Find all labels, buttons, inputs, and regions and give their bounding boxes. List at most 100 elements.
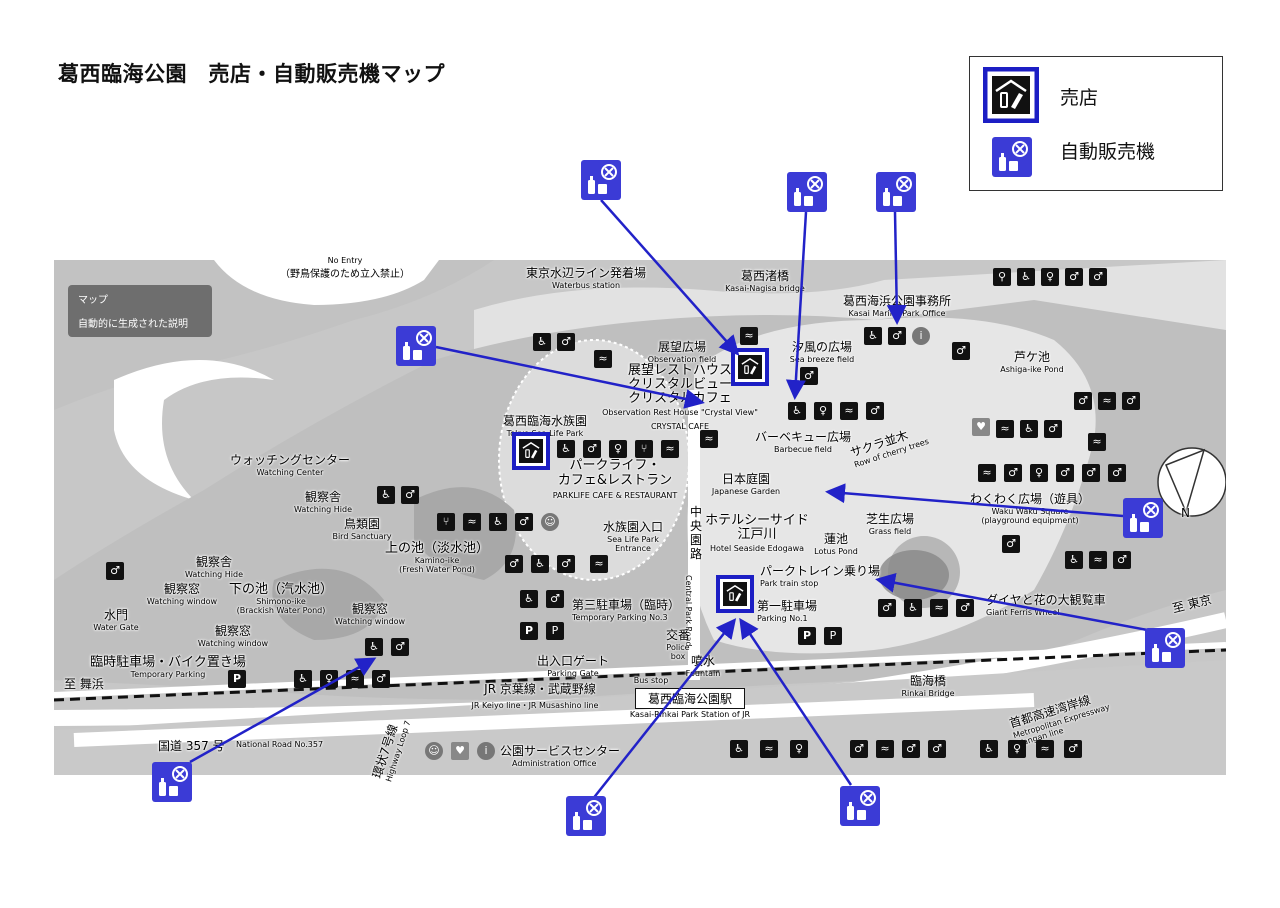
- restaurant-icon: ⑂: [437, 513, 455, 531]
- toilet-icon: ♂: [1044, 420, 1062, 438]
- aed-icon: ♥: [972, 418, 990, 436]
- drinking-water-icon: ≈: [760, 740, 778, 758]
- wheelchair-icon: ♿: [533, 333, 551, 351]
- legend-shop-label: 売店: [1060, 87, 1099, 109]
- drinking-water-icon: ≈: [840, 402, 858, 420]
- toilet-icon: ♂: [1113, 551, 1131, 569]
- shop-icon: [983, 67, 1039, 123]
- toilet-icon: ♂: [1064, 740, 1082, 758]
- legend-vending-label: 自動販売機: [1060, 141, 1156, 163]
- vending-machine-marker[interactable]: [1145, 628, 1185, 668]
- label-kamino-pond: 上の池（淡水池）Kamino-ike(Fresh Water Pond): [384, 541, 490, 574]
- wheelchair-icon: ♿: [365, 638, 383, 656]
- toilet-icon: ♂: [956, 599, 974, 617]
- toilet-icon: ♂: [866, 402, 884, 420]
- toilet-icon: ♀: [814, 402, 832, 420]
- wheelchair-icon: ♿: [980, 740, 998, 758]
- toilet-icon: ♀: [790, 740, 808, 758]
- wheelchair-icon: ♿: [557, 440, 575, 458]
- vending-machine-marker[interactable]: [840, 786, 880, 826]
- vending-machine-marker[interactable]: [787, 172, 827, 212]
- accessible-parking-icon: P: [546, 622, 564, 640]
- wheelchair-icon: ♿: [864, 327, 882, 345]
- drinking-water-icon: ≈: [661, 440, 679, 458]
- drinking-water-icon: ≈: [996, 420, 1014, 438]
- toilet-icon: ♂: [952, 342, 970, 360]
- wheelchair-icon: ♿: [904, 599, 922, 617]
- parking-icon: P: [228, 670, 246, 688]
- shop-marker-parking-1[interactable]: [716, 575, 754, 613]
- drinking-water-icon: ≈: [463, 513, 481, 531]
- toilet-icon: ♂: [1002, 535, 1020, 553]
- label-route-357: 国道 357 号: [158, 739, 225, 753]
- label-central-road: 中央園路: [690, 505, 703, 561]
- wheelchair-icon: ♿: [520, 590, 538, 608]
- drinking-water-icon: ≈: [930, 599, 948, 617]
- drinking-water-icon: ≈: [590, 555, 608, 573]
- toilet-icon: ♂: [106, 562, 124, 580]
- toilet-icon: ♂: [372, 670, 390, 688]
- drinking-water-icon: ≈: [978, 464, 996, 482]
- legend-shop-row: 売店: [983, 67, 1099, 123]
- label-bus-stop: Bus stop: [633, 676, 669, 685]
- toilet-icon: ♂: [546, 590, 564, 608]
- vending-machine-marker[interactable]: [876, 172, 916, 212]
- shop-marker-aquarium[interactable]: [512, 432, 550, 470]
- drinking-water-icon: ≈: [346, 670, 364, 688]
- vending-machine-marker[interactable]: [152, 762, 192, 802]
- label-station-box: 葛西臨海公園駅: [634, 688, 746, 709]
- label-route-357-en: National Road No.357: [236, 740, 324, 749]
- info-icon: i: [912, 327, 930, 345]
- baby-care-icon: ☺: [541, 513, 559, 531]
- baby-icon: ♿: [1017, 268, 1035, 286]
- shop-marker-crystal-view[interactable]: [731, 348, 769, 386]
- toilet-icon: ♂: [557, 333, 575, 351]
- toilet-icon: ♀: [320, 670, 338, 688]
- toilet-icon: ♀: [1008, 740, 1026, 758]
- toilet-icon: ♂: [1122, 392, 1140, 410]
- baby-icon: ♿: [1020, 420, 1038, 438]
- toilet-icon: ♂: [505, 555, 523, 573]
- toilet-icon: ♂: [401, 486, 419, 504]
- wheelchair-icon: ♿: [531, 555, 549, 573]
- aed-icon: ♥: [451, 742, 469, 760]
- toilet-icon: ♂: [878, 599, 896, 617]
- drinking-water-icon: ≈: [1089, 551, 1107, 569]
- toilet-icon: ⚲: [993, 268, 1011, 286]
- vending-machine-marker[interactable]: [1123, 498, 1163, 538]
- vending-machine-marker[interactable]: [566, 796, 606, 836]
- wheelchair-icon: ♿: [1065, 551, 1083, 569]
- toilet-icon: ♂: [800, 367, 818, 385]
- label-no-entry: No Entry（野鳥保護のため立入禁止）: [280, 256, 410, 280]
- toilet-icon: ♂: [583, 440, 601, 458]
- drinking-water-icon: ≈: [1088, 433, 1106, 451]
- wheelchair-icon: ♿: [730, 740, 748, 758]
- vending-machine-marker[interactable]: [396, 326, 436, 366]
- toilet-icon: ♀: [1041, 268, 1059, 286]
- toilet-icon: ♀: [1030, 464, 1048, 482]
- toilet-icon: ♂: [928, 740, 946, 758]
- drinking-water-icon: ≈: [594, 350, 612, 368]
- vending-machine-marker[interactable]: [581, 160, 621, 200]
- toilet-icon: ♂: [391, 638, 409, 656]
- toilet-icon: ♂: [902, 740, 920, 758]
- toilet-icon: ♂: [1074, 392, 1092, 410]
